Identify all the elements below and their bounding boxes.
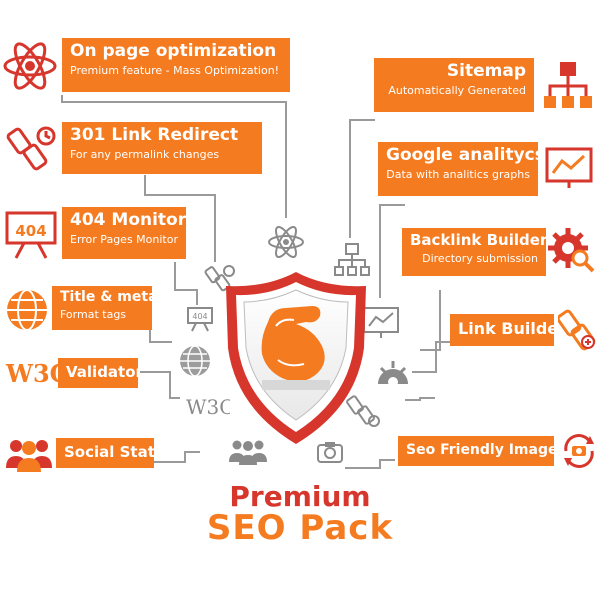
gear-search-icon (548, 226, 596, 278)
404-board-icon: 404 (4, 210, 58, 264)
feature-title-meta: Title & meta Format tags (52, 286, 158, 330)
feature-social-stats: Social Stats (56, 438, 164, 468)
feature-title: Social Stats (64, 443, 164, 461)
w3c-small-logo: W3C (184, 392, 235, 424)
feature-subtitle: Automatically Generated (388, 83, 526, 97)
line-graph-icon (544, 146, 594, 194)
feature-seo-friendly-images: Seo Friendly Images (398, 436, 566, 466)
feature-301-link-redirect: 301 Link Redirect For any permalink chan… (62, 122, 262, 174)
feature-subtitle: Error Pages Monitor (70, 232, 178, 246)
feature-title: Google analitycs (386, 145, 545, 165)
feature-link-builder: Link Builder (450, 314, 567, 346)
feature-subtitle: Data with analitics graphs (386, 167, 530, 181)
flexed-arm-shield-icon (216, 268, 376, 452)
link-redirect-icon (6, 122, 58, 178)
atom-small-icon (266, 222, 306, 266)
feature-subtitle: Directory submission (422, 251, 538, 265)
feature-backlink-builder: Backlink Builder Directory submission (402, 228, 548, 276)
users-icon (4, 434, 54, 478)
feature-validator: Validator (58, 358, 143, 388)
product-title-seo-pack: SEO Pack (206, 508, 394, 548)
sitemap-icon (542, 60, 594, 116)
sitemap-small-icon (334, 242, 370, 282)
feature-subtitle: Format tags (60, 308, 127, 322)
feature-title: 404 Monitor (70, 210, 187, 230)
feature-title: 301 Link Redirect (70, 125, 239, 145)
feature-google-analytics: Google analitycs Data with analitics gra… (378, 142, 545, 196)
users-small-icon (228, 436, 268, 470)
feature-sitemap: Sitemap Automatically Generated (374, 58, 534, 112)
product-title-premium: Premium (229, 480, 371, 513)
svg-text:W3C: W3C (5, 359, 58, 388)
feature-title: Seo Friendly Images (406, 442, 566, 458)
atom-icon (2, 38, 58, 98)
feature-on-page-optimization: On page optimization Premium feature - M… (62, 38, 290, 92)
404-small-icon: 404 (186, 306, 214, 336)
globe-small-icon (178, 344, 212, 382)
feature-title: Validator (66, 363, 143, 381)
w3c-logo: W3C (4, 356, 69, 392)
feature-title: Link Builder (458, 319, 567, 338)
svg-text:W3C: W3C (186, 395, 230, 419)
feature-title: On page optimization (70, 41, 277, 61)
svg-text:404: 404 (15, 222, 46, 240)
gear-search-small-icon (376, 358, 410, 392)
feature-subtitle: For any permalink changes (70, 147, 220, 161)
chain-link-icon (556, 308, 598, 356)
svg-text:404: 404 (192, 312, 207, 321)
feature-title: Title & meta (60, 289, 158, 305)
feature-subtitle: Premium feature - Mass Optimization! (70, 63, 280, 77)
globe-icon (4, 287, 50, 337)
camera-refresh-icon (560, 432, 598, 474)
feature-title: Sitemap (446, 61, 526, 81)
feature-404-monitor: 404 Monitor Error Pages Monitor (62, 207, 186, 259)
camera-small-icon (316, 440, 344, 468)
chain-link-small-icon (346, 394, 382, 432)
feature-title: Backlink Builder (410, 231, 548, 249)
